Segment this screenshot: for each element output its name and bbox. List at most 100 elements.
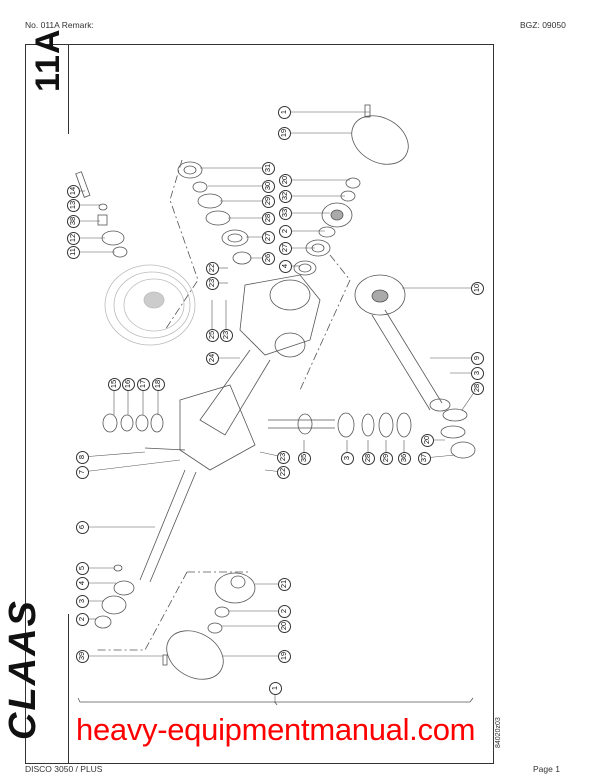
part-callout[interactable]: 28 [361,451,375,465]
bearing-27b [305,239,331,257]
part-callout[interactable]: 23 [219,328,233,342]
part-callout[interactable]: 3 [340,451,354,465]
part-callout[interactable]: 13 [66,198,80,212]
callout-number: 22 [278,467,287,477]
ring-32 [340,190,356,202]
callout-number: 33 [280,208,289,218]
part-callout[interactable]: 35 [297,451,311,465]
callout-number: 29 [263,196,272,206]
ring-20 [345,177,361,189]
part-callout[interactable]: 36 [397,451,411,465]
part-callout[interactable]: 30 [261,179,275,193]
callout-number: 20 [280,175,289,185]
part-callout[interactable]: 9 [470,351,484,365]
pulley [104,264,196,346]
part-callout[interactable]: 10 [470,281,484,295]
part-callout[interactable]: 19 [277,126,291,140]
bearing-31 [177,161,203,179]
bevel-gear-33 [321,202,353,228]
part-callout[interactable]: 8 [75,450,89,464]
part-callout[interactable]: 11 [66,245,80,259]
part-callout[interactable]: 2 [277,604,291,618]
gearbox-housing [179,274,321,471]
part-callout[interactable]: 29 [261,194,275,208]
dash-outline-lower [95,571,250,651]
part-callout[interactable]: 22 [276,465,290,479]
callout-number: 2 [279,228,289,234]
header-left: No. 011A Remark: [25,20,94,30]
gear-21 [214,572,256,604]
part-callout[interactable]: 23 [276,450,290,464]
callout-number: 23 [278,452,287,462]
callout-number: 17 [138,379,147,389]
callout-number: 7 [76,469,86,475]
header-right: BGZ: 09050 [520,20,566,30]
leader-line [81,459,181,473]
brace-1 [77,697,474,706]
part-callout[interactable]: 21 [277,577,291,591]
callout-number: 39 [77,651,86,661]
part-callout[interactable]: 17 [136,377,150,391]
part-callout[interactable]: 20 [420,433,434,447]
callout-number: 3 [471,370,481,376]
part-callout[interactable]: 2 [75,612,89,626]
part-callout[interactable]: 32 [278,189,292,203]
bolt-8 [144,447,186,451]
dash-outline [164,159,351,391]
part-callout[interactable]: 28 [261,211,275,225]
part-callout[interactable]: 6 [75,520,89,534]
part-callout[interactable]: 2 [278,224,292,238]
ring-28 [205,210,231,226]
callout-number: 27 [263,232,272,242]
part-callout[interactable]: 4 [75,576,89,590]
part-callout[interactable]: 31 [261,161,275,175]
part-callout[interactable]: 16 [121,377,135,391]
callout-number: 24 [207,353,216,363]
callout-number: 35 [299,453,308,463]
callout-number: 19 [279,651,288,661]
part-callout[interactable]: 3 [75,594,89,608]
callout-number: 3 [76,598,86,604]
callout-number: 12 [68,233,77,243]
part-callout[interactable]: 3 [470,366,484,380]
watermark: heavy-equipmentmanual.com [76,712,476,747]
callout-number: 20 [422,435,431,445]
part-callout[interactable]: 14 [66,184,80,198]
callout-number: 27 [280,243,289,253]
leader-lines [73,111,478,703]
callout-number: 22 [207,263,216,273]
part-callout[interactable]: 24 [205,351,219,365]
part-callout[interactable]: 27 [261,230,275,244]
part-callout[interactable]: 4 [278,259,292,273]
drawing-frame [25,44,494,764]
cover-plate-top [351,115,409,165]
input-shaft-6 [139,469,197,583]
part-callout[interactable]: 27 [278,241,292,255]
part-callout[interactable]: 38 [66,214,80,228]
callout-number: 4 [76,580,86,586]
part-callout[interactable]: 23 [205,276,219,290]
part-callout[interactable]: 26 [261,251,275,265]
part-callout[interactable]: 22 [205,261,219,275]
ring-29 [197,193,223,209]
part-callout[interactable]: 18 [151,377,165,391]
part-callout[interactable]: 28 [470,381,484,395]
part-callout[interactable]: 15 [107,377,121,391]
part-callout[interactable]: 29 [379,451,393,465]
part-callout[interactable]: 20 [277,619,291,633]
part-callout[interactable]: 12 [66,231,80,245]
callout-number: 28 [363,453,372,463]
part-callout[interactable]: 7 [75,465,89,479]
part-callout[interactable]: 33 [278,206,292,220]
callout-number: 28 [263,213,272,223]
part-callout[interactable]: 20 [278,173,292,187]
part-callout[interactable]: 19 [277,649,291,663]
footer-right: Page 1 [533,764,560,774]
part-callout[interactable]: 39 [75,649,89,663]
part-callout[interactable]: 25 [205,328,219,342]
part-callout[interactable]: 1 [268,681,282,695]
part-callout[interactable]: 5 [75,561,89,575]
callout-number: 13 [68,200,77,210]
part-callout[interactable]: 37 [417,451,431,465]
part-callout[interactable]: 1 [277,105,291,119]
